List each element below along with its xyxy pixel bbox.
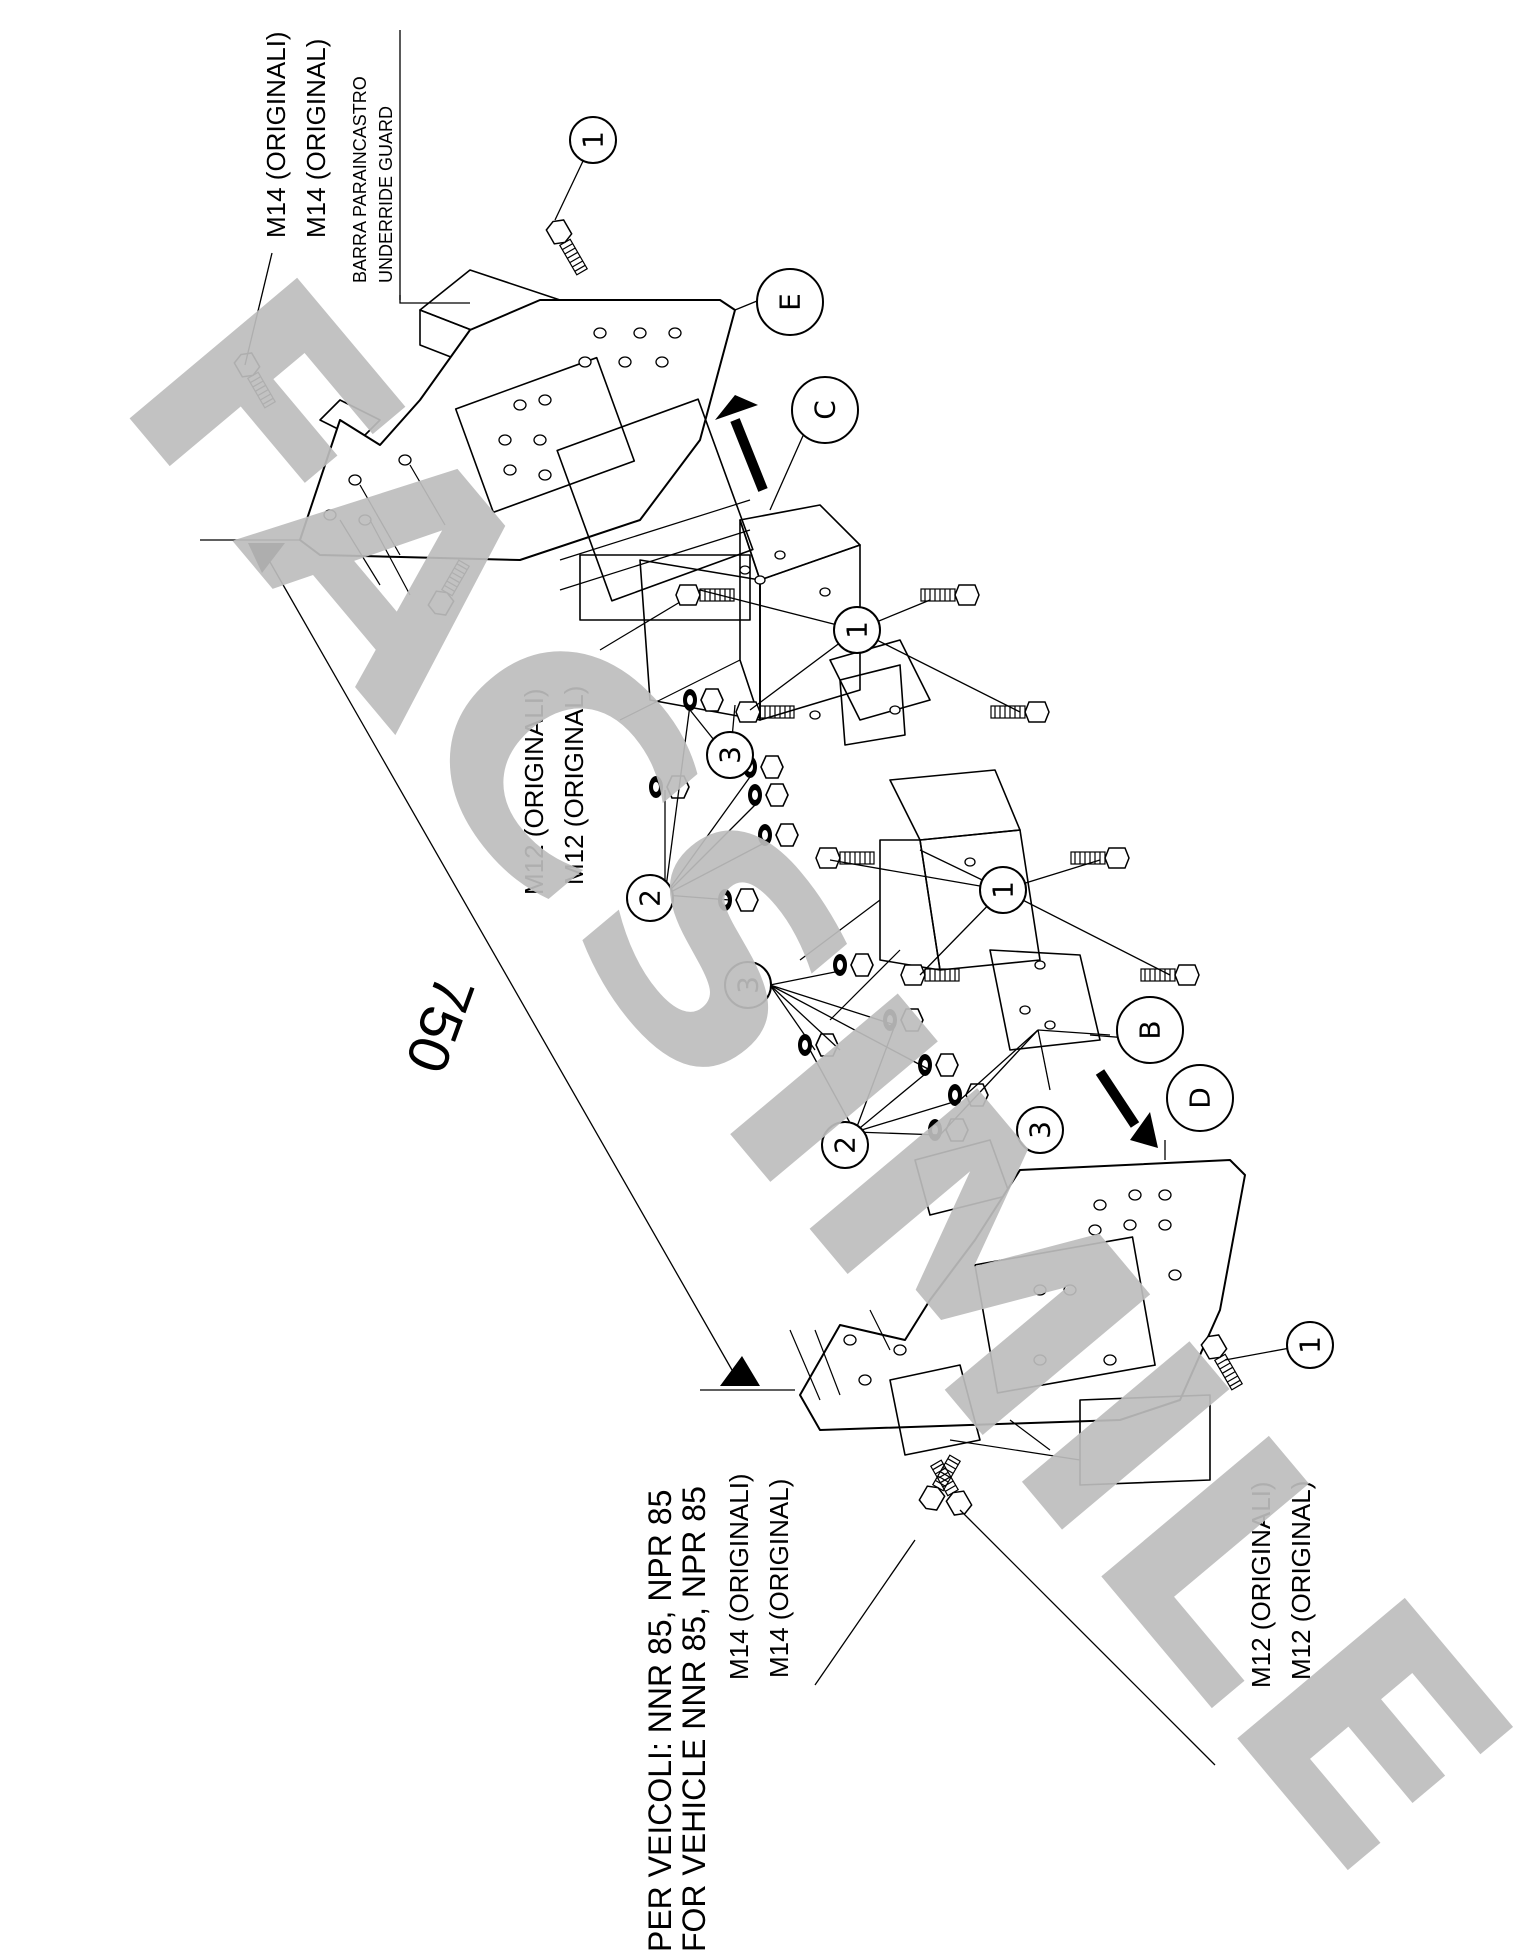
balloon-2-text: 2: [829, 1136, 862, 1154]
guard-label-it: BARRA PARAINCASTRO: [350, 76, 370, 283]
balloon-1-text: 1: [1294, 1336, 1327, 1354]
top-m14-label-it: M14 (ORIGINALI): [261, 31, 291, 238]
top-m14-label-en: M14 (ORIGINAL): [301, 39, 331, 238]
bracket-E: [299, 269, 754, 621]
balloon-2-text: 2: [634, 889, 667, 907]
vehicle-note-it: PER VEICOLI: NNR 85, NPR 85: [642, 1490, 678, 1952]
bolt: [1070, 847, 1130, 869]
balloons: 1 E C 1 3 2 1 3 B D 3 2: [569, 116, 1334, 1369]
balloon-1-text: 1: [987, 881, 1020, 899]
balloon-E: E: [756, 268, 824, 336]
balloon-3: 3: [1016, 1106, 1064, 1154]
mid-m12-label-it: M12 (ORIGINALI): [519, 688, 549, 895]
bottom-m12-label-en: M12 (ORIGINAL): [1286, 1481, 1316, 1680]
balloon-3: 3: [724, 961, 772, 1009]
balloon-C-text: C: [809, 400, 842, 420]
balloon-D: D: [1166, 1064, 1234, 1132]
balloon-1-text: 1: [577, 131, 610, 149]
bolt: [920, 584, 980, 606]
tube-B: [799, 769, 1101, 1051]
balloon-2: 2: [821, 1121, 869, 1169]
balloon-B-text: B: [1134, 1020, 1167, 1039]
balloon-3-text: 3: [732, 976, 765, 994]
vehicle-note-en: FOR VEHICLE NNR 85, NPR 85: [676, 1486, 712, 1952]
bracket-D: [789, 1139, 1246, 1486]
bottom-m14-label-en: M14 (ORIGINAL): [764, 1479, 794, 1678]
bottom-m12-label-it: M12 (ORIGINALI): [1246, 1481, 1276, 1688]
balloon-E-text: E: [774, 293, 807, 311]
balloon-3-text: 3: [1024, 1121, 1057, 1139]
balloon-B: B: [1116, 996, 1184, 1064]
tube-C: [599, 504, 931, 746]
balloon-1: 1: [1286, 1321, 1334, 1369]
bolt: [675, 584, 735, 606]
balloon-1-text: 1: [841, 621, 874, 639]
balloon-C: C: [791, 376, 859, 444]
balloon-1: 1: [833, 606, 881, 654]
dimension-label: 750: [393, 968, 487, 1081]
balloon-D-text: D: [1184, 1087, 1217, 1109]
balloon-3-text: 3: [714, 746, 747, 764]
bolt: [543, 215, 592, 278]
balloon-1: 1: [979, 866, 1027, 914]
balloon-1: 1: [569, 116, 617, 164]
balloon-2: 2: [626, 874, 674, 922]
dimension-750: [200, 539, 795, 1391]
guard-label-en: UNDERRIDE GUARD: [376, 106, 396, 283]
labels: M14 (ORIGINALI) M14 (ORIGINAL) BARRA PAR…: [261, 31, 1316, 1952]
direction-arrows: [715, 395, 1158, 1148]
bottom-m14-label-it: M14 (ORIGINALI): [724, 1473, 754, 1680]
balloon-3: 3: [706, 731, 754, 779]
mid-m12-label-en: M12 (ORIGINAL): [559, 686, 589, 885]
